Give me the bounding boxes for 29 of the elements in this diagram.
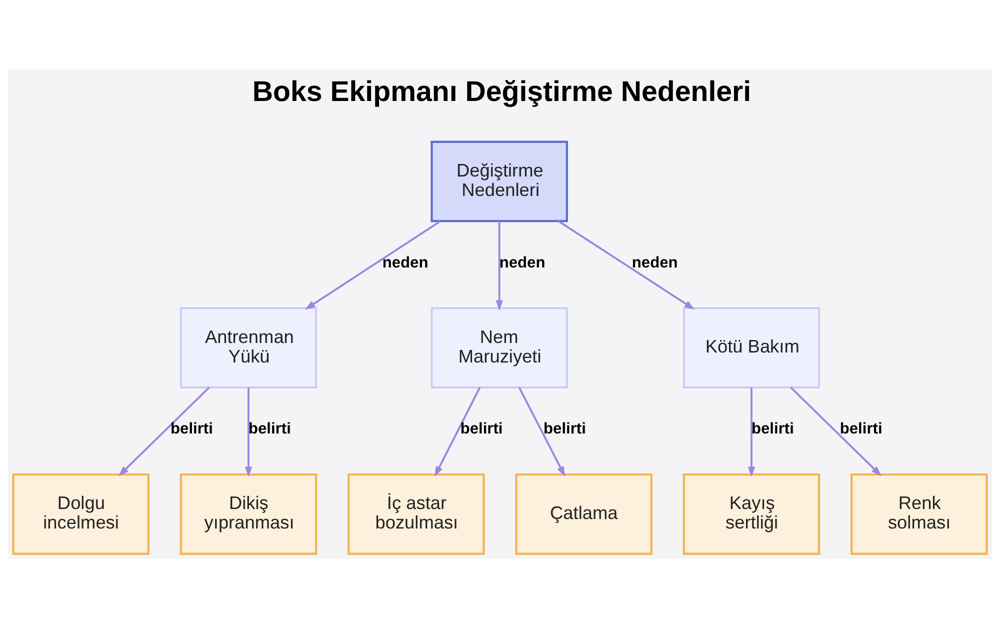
node-box: Kötü Bakım (683, 306, 820, 388)
edge-label: neden (632, 254, 678, 271)
arrow (748, 386, 756, 477)
node-box: Dolgu incelmesi (12, 472, 150, 554)
edge-label: neden (382, 254, 428, 271)
arrow (118, 386, 210, 476)
node-box: Kayış sertliği (682, 472, 820, 554)
arrow (518, 386, 566, 476)
diagram-title: Boks Ekipmanı Değiştirme Nedenleri (252, 75, 752, 108)
edge-label: belirti (248, 420, 291, 438)
edge-label: belirti (752, 420, 794, 438)
arrow (304, 220, 442, 310)
node-box: Değiştirme Nedenleri (430, 140, 568, 222)
edge-label: belirti (460, 420, 503, 438)
arrow (244, 386, 252, 477)
node-box: Nem Maruziyeti (430, 306, 568, 388)
edge-label: belirti (840, 420, 882, 438)
node-box: İç astar bozulması (348, 472, 485, 554)
arrow (434, 386, 481, 476)
edge-label: belirti (544, 420, 586, 438)
arrow (790, 386, 882, 476)
node-box: Renk solması (850, 472, 988, 554)
node-box: Dikiş yıpranması (180, 472, 318, 554)
arrow (496, 220, 503, 310)
node-box: Çatlama (515, 472, 652, 554)
node-box: Antrenman Yükü (180, 306, 317, 388)
arrow (558, 220, 695, 310)
edge-label: belirti (170, 420, 213, 438)
edge-label: neden (499, 254, 546, 271)
